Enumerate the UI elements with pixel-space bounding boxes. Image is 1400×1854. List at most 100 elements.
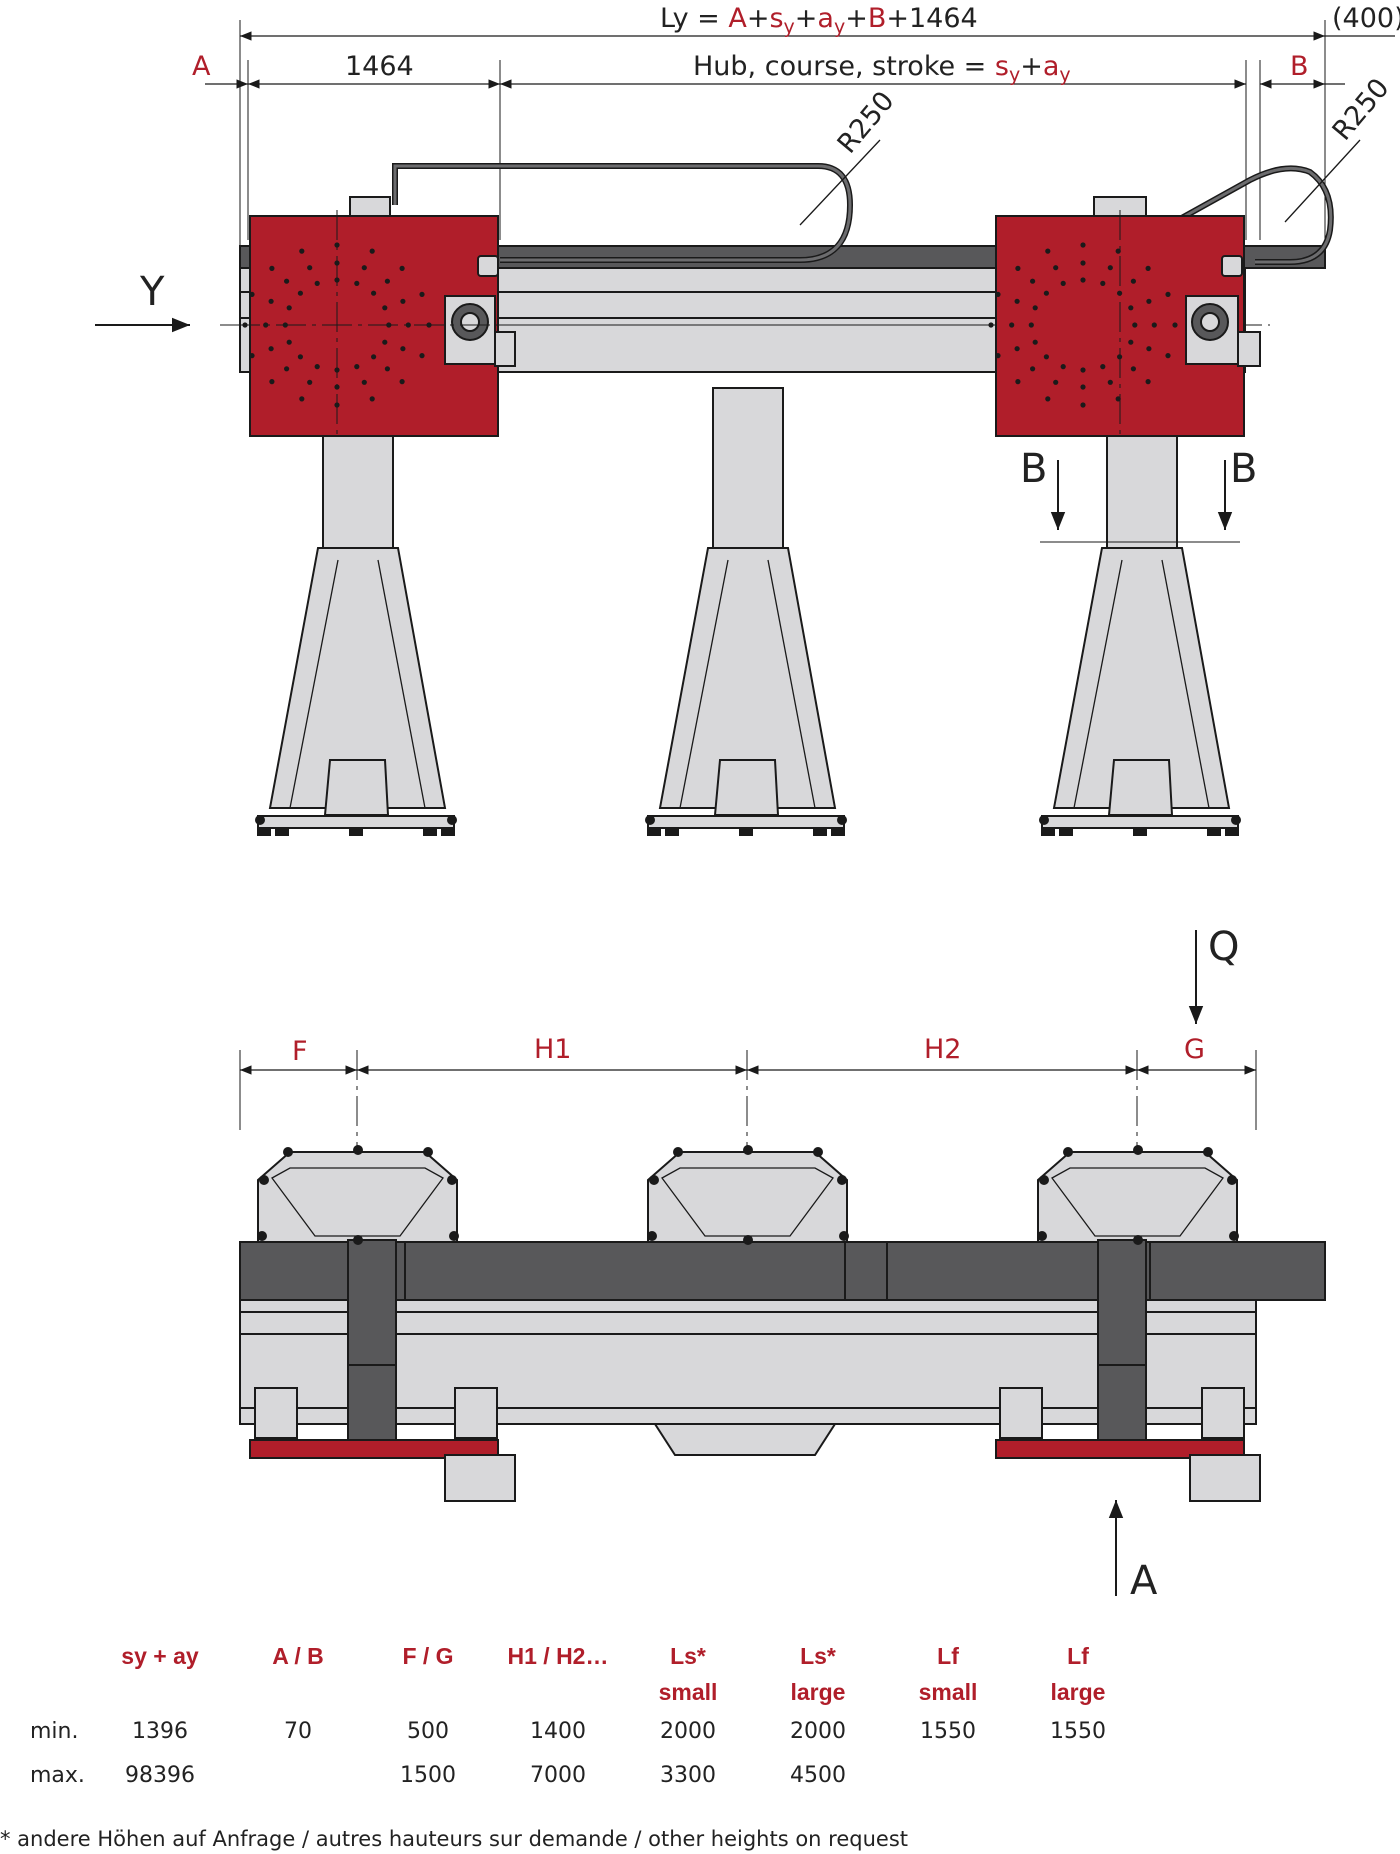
rail-right-red bbox=[995, 1439, 1245, 1459]
bolt-dot bbox=[1117, 290, 1123, 296]
bolt-dot bbox=[988, 322, 994, 328]
bolt-dot bbox=[361, 265, 367, 271]
bolt-dot bbox=[419, 291, 425, 297]
bolt-dot bbox=[400, 346, 406, 352]
section-b-left-label: B bbox=[1020, 446, 1047, 492]
head-bolt bbox=[283, 1147, 293, 1157]
bolt-dot bbox=[382, 305, 388, 311]
bolt-dot bbox=[334, 402, 340, 408]
bolt-dot bbox=[1043, 354, 1049, 360]
bolt-dot bbox=[307, 379, 313, 385]
leveling-foot bbox=[813, 828, 827, 836]
stroke-label: Hub, course, stroke = sy+ay bbox=[693, 51, 1071, 86]
table-row-label: min. bbox=[30, 1719, 78, 1744]
center-bracket bbox=[653, 1423, 837, 1456]
bolt-dot bbox=[1045, 248, 1051, 254]
bolt-dot bbox=[1100, 280, 1106, 286]
bolt-dot bbox=[1145, 379, 1151, 385]
gearmotor-left bbox=[444, 1454, 516, 1502]
bolt-dot bbox=[1145, 265, 1151, 271]
dim-h2-label: H2 bbox=[924, 1034, 961, 1065]
bolt-dot bbox=[386, 322, 392, 328]
bolt-dot bbox=[354, 364, 360, 370]
table-header-sub: large bbox=[791, 1679, 846, 1705]
rail-left-red bbox=[249, 1439, 499, 1459]
bolt-dot bbox=[299, 248, 305, 254]
bolt-dot bbox=[314, 280, 320, 286]
bolt-dot bbox=[1146, 298, 1152, 304]
dim-1464-label: 1464 bbox=[345, 51, 414, 82]
bolt-dot bbox=[1015, 265, 1021, 271]
bolt-dot bbox=[1132, 322, 1138, 328]
bolt-dot bbox=[361, 379, 367, 385]
bolt-dot bbox=[334, 367, 340, 373]
bolt-dot bbox=[399, 379, 405, 385]
bolt-dot bbox=[1128, 339, 1134, 345]
table-header: H1 / H2… bbox=[508, 1643, 609, 1669]
bolt-dot bbox=[426, 322, 432, 328]
bolt-dot bbox=[1053, 379, 1059, 385]
anchor-bolt bbox=[837, 815, 847, 825]
bolt-dot bbox=[371, 354, 377, 360]
drive-left-b bbox=[454, 1387, 498, 1439]
bolt-dot bbox=[419, 353, 425, 359]
q-label: Q bbox=[1208, 924, 1239, 970]
anchor-bolt bbox=[645, 815, 655, 825]
table-cell: 70 bbox=[284, 1719, 312, 1744]
bolt-dot bbox=[282, 322, 288, 328]
bolt-dot bbox=[1053, 265, 1059, 271]
table-header: sy + ay bbox=[121, 1643, 199, 1669]
leveling-foot bbox=[423, 828, 437, 836]
bolt-dot bbox=[1172, 322, 1178, 328]
bolt-dot bbox=[1014, 346, 1020, 352]
bolt-dot bbox=[1030, 366, 1036, 372]
table-header: A / B bbox=[272, 1643, 324, 1669]
bolt-dot bbox=[1028, 322, 1034, 328]
bolt-dot bbox=[1115, 248, 1121, 254]
front-view bbox=[239, 930, 1326, 1596]
dim-g-label: G bbox=[1184, 1034, 1205, 1065]
footnote: * andere Höhen auf Anfrage / autres haut… bbox=[0, 1827, 908, 1851]
table-cell: 1550 bbox=[1050, 1719, 1106, 1744]
head-bolt bbox=[839, 1231, 849, 1241]
section-b-right-label: B bbox=[1230, 446, 1257, 492]
head-bolt bbox=[647, 1231, 657, 1241]
anchor-bolt bbox=[255, 815, 265, 825]
head-bolt bbox=[1203, 1147, 1213, 1157]
bolt-dot bbox=[371, 290, 377, 296]
column-right bbox=[1106, 435, 1178, 549]
foot-left bbox=[268, 547, 447, 809]
column-head-bolts bbox=[257, 1145, 1239, 1245]
bolt-dot bbox=[334, 242, 340, 248]
bolt-dot bbox=[263, 322, 269, 328]
y-axis-label: Y bbox=[139, 269, 165, 315]
bolt-dot bbox=[269, 265, 275, 271]
table-cell: 1396 bbox=[132, 1719, 188, 1744]
leveling-foot bbox=[665, 828, 679, 836]
table-cell: 2000 bbox=[790, 1719, 846, 1744]
carriage-bolt-pattern bbox=[242, 242, 1178, 408]
leveling-foot bbox=[1059, 828, 1073, 836]
bolt-dot bbox=[995, 353, 1001, 359]
anchor-bolt bbox=[1231, 815, 1241, 825]
table-row-label: max. bbox=[30, 1763, 85, 1788]
bolt-dot bbox=[268, 346, 274, 352]
gearmotor-right bbox=[1189, 1454, 1261, 1502]
bolt-dot bbox=[299, 396, 305, 402]
head-bolt bbox=[1133, 1145, 1143, 1155]
bolt-dot bbox=[249, 353, 255, 359]
head-bolt bbox=[837, 1175, 847, 1185]
foot-right bbox=[1052, 547, 1231, 809]
side-view bbox=[95, 20, 1395, 829]
leveling-foot bbox=[1225, 828, 1239, 836]
head-bolt bbox=[813, 1147, 823, 1157]
bolt-dot bbox=[1130, 278, 1136, 284]
bolt-dot bbox=[405, 322, 411, 328]
bolt-dot bbox=[1151, 322, 1157, 328]
bolt-dot bbox=[268, 298, 274, 304]
bolt-dot bbox=[1165, 291, 1171, 297]
bolt-dot bbox=[1107, 379, 1113, 385]
head-bolt bbox=[1039, 1175, 1049, 1185]
leveling-foot bbox=[1041, 828, 1055, 836]
